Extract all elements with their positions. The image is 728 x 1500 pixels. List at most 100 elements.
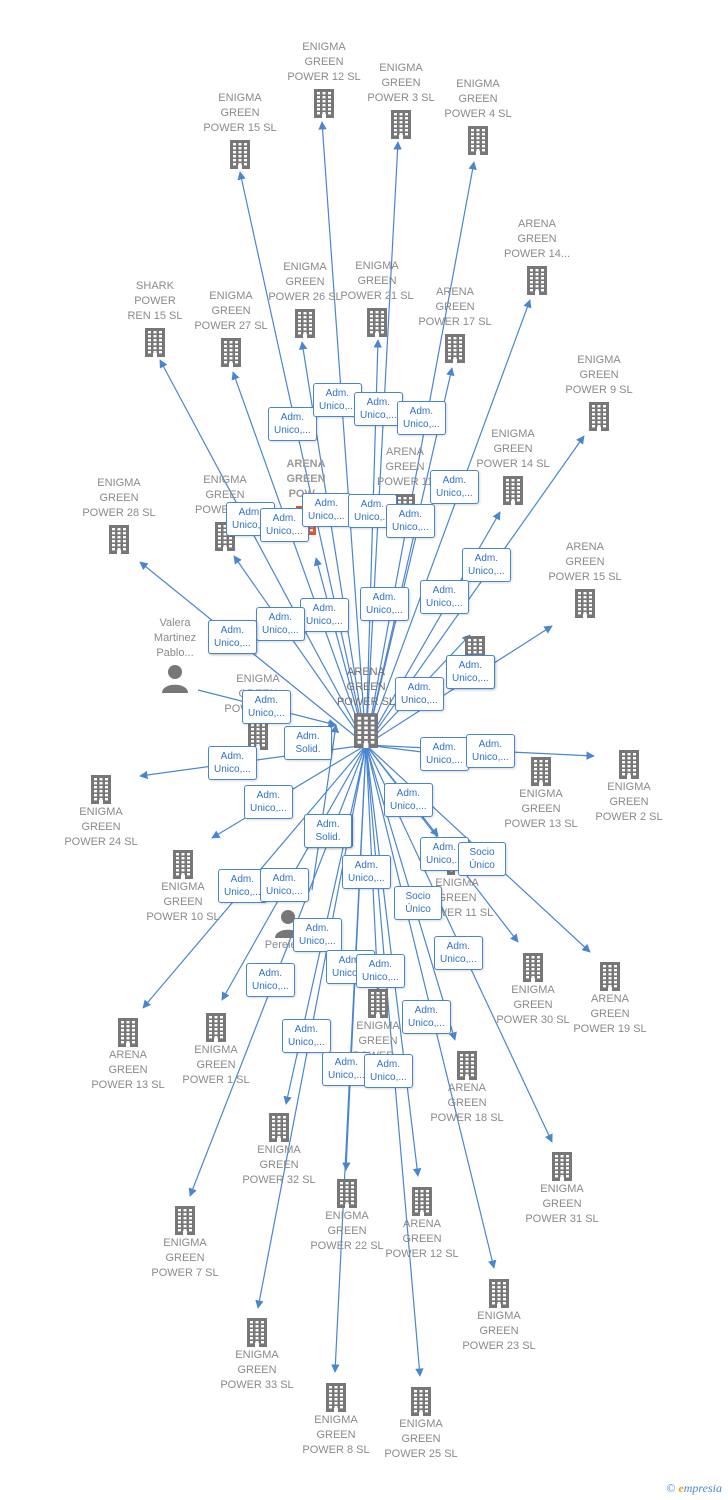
relation-tag[interactable]: Adm. Solid. bbox=[304, 814, 352, 848]
relation-tag[interactable]: Adm. Unico,... bbox=[302, 493, 351, 527]
relation-tag[interactable]: Adm. Unico,... bbox=[466, 734, 515, 768]
node-label: SHARK POWER REN 15 SL bbox=[127, 280, 183, 322]
company-node[interactable]: ENIGMA GREEN POWER 14 SL bbox=[465, 427, 561, 506]
node-label: ENIGMA GREEN POWER 4 SL bbox=[444, 78, 512, 120]
relation-tag[interactable]: Adm. Unico,... bbox=[242, 690, 291, 724]
node-label: ENIGMA GREEN POWER 15 SL bbox=[203, 92, 277, 134]
relation-tag[interactable]: Adm. Unico,... bbox=[246, 963, 295, 997]
company-node[interactable]: ENIGMA GREEN POWER 26 SL bbox=[257, 260, 353, 339]
node-label: ENIGMA GREEN POWER 10 SL bbox=[146, 881, 220, 923]
node-label: ARENA GREEN POWER 14... bbox=[503, 218, 571, 260]
relation-tag[interactable]: Adm. Unico,... bbox=[395, 677, 444, 711]
building-icon bbox=[451, 1277, 547, 1309]
relation-tag[interactable]: Adm. Unico,... bbox=[446, 655, 495, 689]
relation-tag[interactable]: Adm. Unico,... bbox=[313, 383, 362, 417]
company-node[interactable]: ENIGMA GREEN POWER 7 SL bbox=[137, 1204, 233, 1281]
building-icon bbox=[80, 1016, 176, 1048]
company-node[interactable]: ARENA GREEN POWER 17 SL bbox=[407, 285, 503, 364]
company-node[interactable]: ENIGMA GREEN POWER 15 SL bbox=[192, 91, 288, 170]
company-node[interactable]: ENIGMA GREEN POWER 24 SL bbox=[53, 773, 149, 850]
building-icon bbox=[537, 587, 633, 619]
company-node[interactable]: ENIGMA GREEN POWER 1 SL bbox=[168, 1011, 264, 1088]
relation-tag[interactable]: Adm. Unico,... bbox=[397, 401, 446, 435]
building-icon bbox=[276, 87, 372, 119]
relation-tag[interactable]: Adm. Unico,... bbox=[293, 918, 342, 952]
company-node[interactable]: ENIGMA GREEN POWER 28 SL bbox=[71, 476, 167, 555]
node-label: ENIGMA GREEN POWER 30 SL bbox=[496, 984, 570, 1026]
building-icon bbox=[210, 719, 306, 751]
company-node[interactable]: ENIGMA GREEN POWER 10 SL bbox=[135, 848, 231, 925]
company-node[interactable]: ENIGMA GREEN POWER 30 SL bbox=[485, 951, 581, 1028]
relation-tag[interactable]: Adm. Unico,... bbox=[384, 783, 433, 817]
relation-tag[interactable]: Adm. Unico,... bbox=[300, 598, 349, 632]
company-node[interactable]: SHARK POWER REN 15 SL bbox=[107, 279, 203, 358]
edge-eg15 bbox=[237, 171, 367, 746]
relation-tag[interactable]: Adm. Unico,... bbox=[430, 470, 479, 504]
relation-tag[interactable]: Adm. Unico,... bbox=[420, 737, 469, 771]
company-node[interactable]: ENIGMA GREEN POWER 3 SL bbox=[353, 61, 449, 140]
relation-tag[interactable]: Adm. Unico,... bbox=[356, 954, 405, 988]
building-icon bbox=[465, 474, 561, 506]
relation-tag[interactable]: Adm. Unico,... bbox=[260, 508, 309, 542]
building-icon bbox=[489, 264, 585, 296]
company-node[interactable]: ARENA GREEN POWER 18 SL bbox=[419, 1049, 515, 1126]
relation-tag[interactable]: Adm. Unico,... bbox=[342, 855, 391, 889]
company-node[interactable]: ENIGMA GREEN POWER 33 SL bbox=[209, 1316, 305, 1393]
node-label: ENIGMA GREEN POWER 1 SL bbox=[182, 1044, 250, 1086]
center-company-node[interactable]: ARENA GREEN POWER SL bbox=[318, 665, 414, 748]
relation-tag[interactable]: Adm. Unico,... bbox=[282, 1019, 331, 1053]
relation-tag[interactable]: Socio Único bbox=[394, 886, 442, 920]
company-node[interactable]: ENIGMA GREEN POWER 22 SL bbox=[299, 1177, 395, 1254]
edge-ag14 bbox=[365, 299, 532, 746]
relation-tag[interactable]: Adm. Unico,... bbox=[354, 392, 403, 426]
relation-tag[interactable]: Adm. Unico,... bbox=[434, 936, 483, 970]
company-node[interactable]: ARENA GREEN POWER 14... bbox=[489, 217, 585, 296]
node-label: ENIGMA GREEN POWER 27 SL bbox=[194, 290, 268, 332]
company-node[interactable]: ENIGMA GREEN POWER 32 SL bbox=[231, 1111, 327, 1188]
company-node[interactable]: ARENA GREEN POWER 12 SL bbox=[374, 1185, 470, 1262]
relation-tag[interactable]: Adm. Unico,... bbox=[256, 607, 305, 641]
company-node[interactable]: ENIGMA GREEN POWER 21 SL bbox=[329, 259, 425, 338]
company-node[interactable]: ENIGMA GREEN POWER 4 SL bbox=[430, 77, 526, 156]
relation-tag[interactable]: Adm. Unico,... bbox=[364, 1054, 413, 1088]
relation-tag[interactable]: Adm. Unico,... bbox=[268, 407, 317, 441]
company-node[interactable]: ARENA GREEN POWER 13 SL bbox=[80, 1016, 176, 1093]
relation-tag[interactable]: Adm. Unico,... bbox=[208, 746, 257, 780]
relation-tag[interactable]: Adm. Unico,... bbox=[218, 869, 267, 903]
company-node[interactable]: ENIGMA GREEN POWER 27 SL bbox=[183, 289, 279, 368]
edge-eg12 bbox=[318, 121, 367, 746]
relation-tag[interactable]: Adm. Unico,... bbox=[420, 580, 469, 614]
empresia-brand[interactable]: ©empresia bbox=[666, 1481, 722, 1496]
relation-tag[interactable]: Adm. Unico,... bbox=[322, 1052, 371, 1086]
building-icon bbox=[551, 400, 647, 432]
relation-tag[interactable]: Adm. Unico,... bbox=[260, 868, 309, 902]
relation-tag[interactable]: Socio Único bbox=[458, 842, 506, 876]
node-label: ENIGMA GREEN POWER 31 SL bbox=[525, 1183, 599, 1225]
relation-tag[interactable]: Adm. Unico,... bbox=[402, 1000, 451, 1034]
person-node[interactable]: Valera Martinez Pablo... bbox=[127, 616, 223, 693]
company-node[interactable]: ENIGMA GREEN POWER 25 SL bbox=[373, 1385, 469, 1462]
relation-tag[interactable]: Adm. Unico,... bbox=[244, 785, 293, 819]
relation-tag[interactable]: Adm. Unico,... bbox=[462, 548, 511, 582]
relation-tag[interactable]: Adm. Solid. bbox=[284, 726, 332, 760]
node-label: ENIGMA GREEN POWER 14 SL bbox=[476, 428, 550, 470]
company-node[interactable]: ENIGMA GREEN POWER 2 SL bbox=[581, 748, 677, 825]
company-node[interactable]: ARENA GREEN POWER 15 SL bbox=[537, 540, 633, 619]
building-icon bbox=[407, 332, 503, 364]
node-label: ENIGMA GREEN POWER 33 SL bbox=[220, 1349, 294, 1391]
node-label: ENIGMA GREEN POWER 23 SL bbox=[462, 1310, 536, 1352]
relation-tag[interactable]: Adm. Unico,... bbox=[208, 620, 257, 654]
company-node[interactable]: ENIGMA GREEN POWER 8 SL bbox=[288, 1381, 384, 1458]
building-icon bbox=[485, 951, 581, 983]
company-node[interactable]: ENIGMA GREEN POWER 31 SL bbox=[514, 1150, 610, 1227]
building-icon bbox=[581, 748, 677, 780]
company-node[interactable]: ARENA GREEN POWER 19 SL bbox=[562, 960, 658, 1037]
relation-tag[interactable]: Adm. Unico,... bbox=[360, 587, 409, 621]
relation-tag[interactable]: Adm. Unico,... bbox=[386, 504, 435, 538]
node-label: ENIGMA GREEN POWER 7 SL bbox=[151, 1237, 219, 1279]
company-node[interactable]: ENIGMA GREEN POWER 13 SL bbox=[493, 755, 589, 832]
company-node[interactable]: ENIGMA GREEN POWER 12 SL bbox=[276, 40, 372, 119]
company-node[interactable]: ENIGMA GREEN POWER 9 SL bbox=[551, 353, 647, 432]
company-node[interactable]: ENIGMA GREEN POWER 23 SL bbox=[451, 1277, 547, 1354]
building-icon bbox=[288, 1381, 384, 1413]
